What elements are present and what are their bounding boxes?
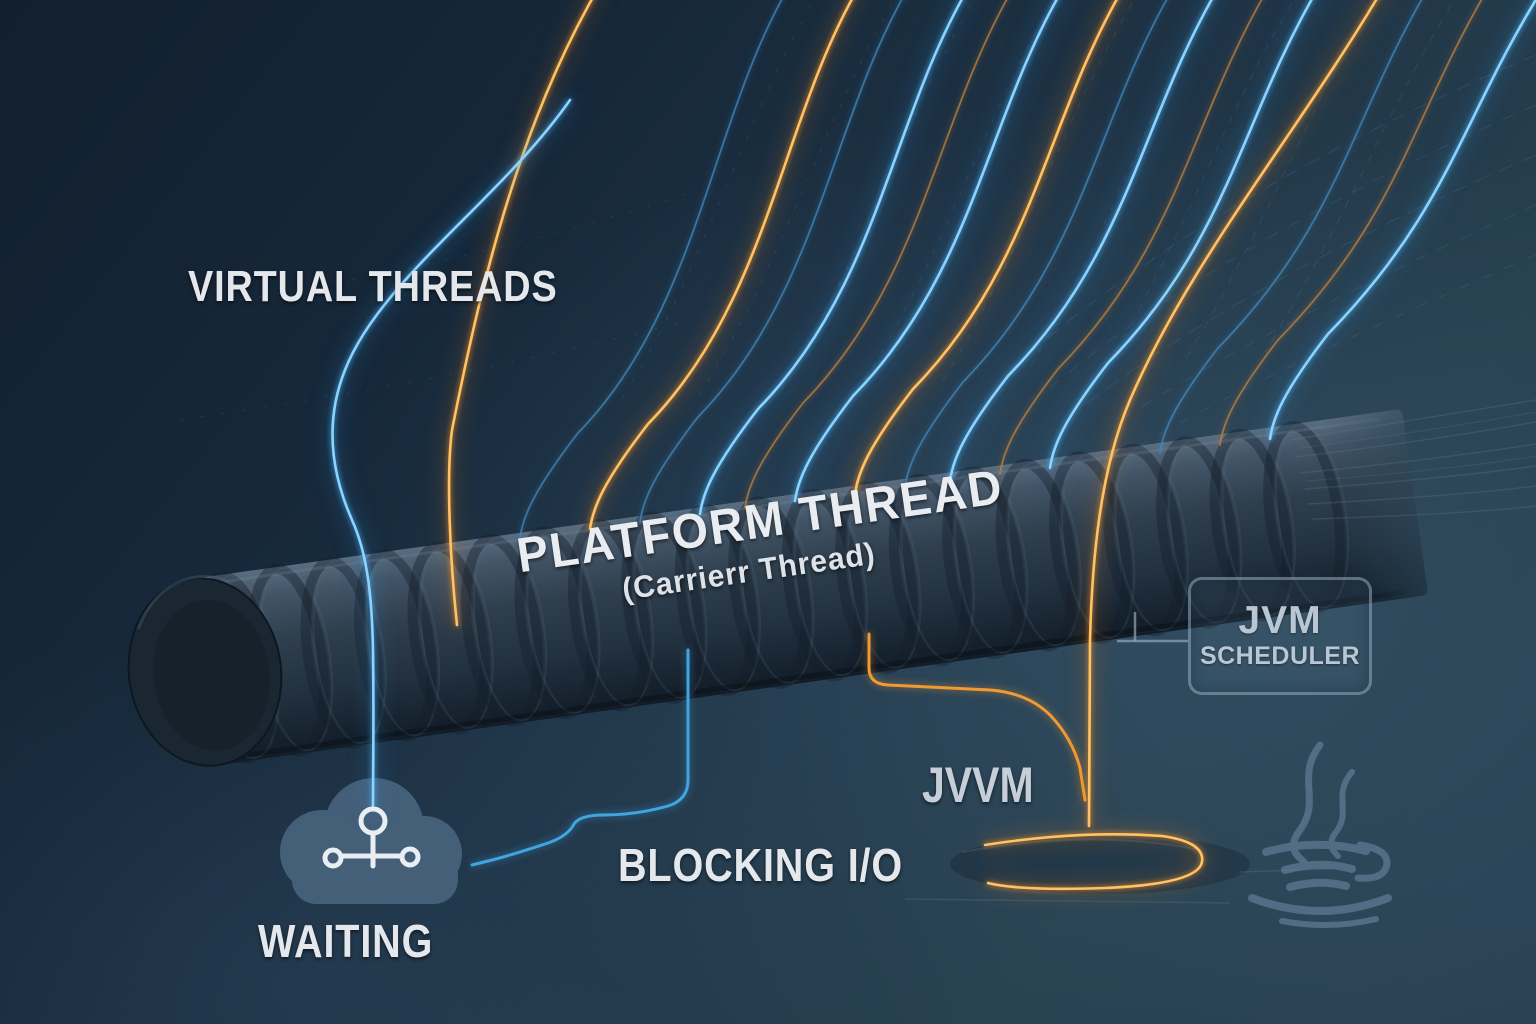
jvm-scheduler-box: JVM SCHEDULER [1188, 577, 1372, 695]
jvm-scheduler-line2: SCHEDULER [1199, 641, 1361, 670]
jvm-mount-platter [904, 832, 1331, 904]
virtual-thread-lines [447, 0, 1536, 627]
blocking-io-label: BLOCKING I/O [618, 838, 949, 892]
blocking-io-text: BLOCKING I/O [618, 839, 904, 891]
waiting-thread-line [331, 98, 572, 810]
rod-coil-texture [193, 421, 1350, 765]
blocking-io-connector [470, 648, 690, 867]
jvm-scheduler-line1: JVM [1238, 599, 1322, 643]
rod-body [184, 409, 1428, 766]
rod-tip-fibers [1289, 399, 1536, 520]
jvm-text: JVVM [922, 757, 1034, 813]
jvm-elbow-connector [867, 632, 1087, 802]
scheduler-connector [1117, 612, 1188, 643]
virtual-threads-label: VIRTUAL THREADS [188, 262, 618, 312]
jvm-thread-line [1087, 0, 1378, 828]
waiting-label: WAITING [258, 914, 462, 968]
platform-thread-rod [127, 409, 1428, 767]
network-node-icon [322, 806, 421, 869]
waiting-text: WAITING [258, 915, 434, 967]
jvm-label: JVVM [922, 756, 1058, 814]
rod-end-cap [127, 575, 283, 767]
virtual-threads-text: VIRTUAL THREADS [188, 262, 558, 311]
java-coffee-cup-icon [1248, 741, 1392, 928]
